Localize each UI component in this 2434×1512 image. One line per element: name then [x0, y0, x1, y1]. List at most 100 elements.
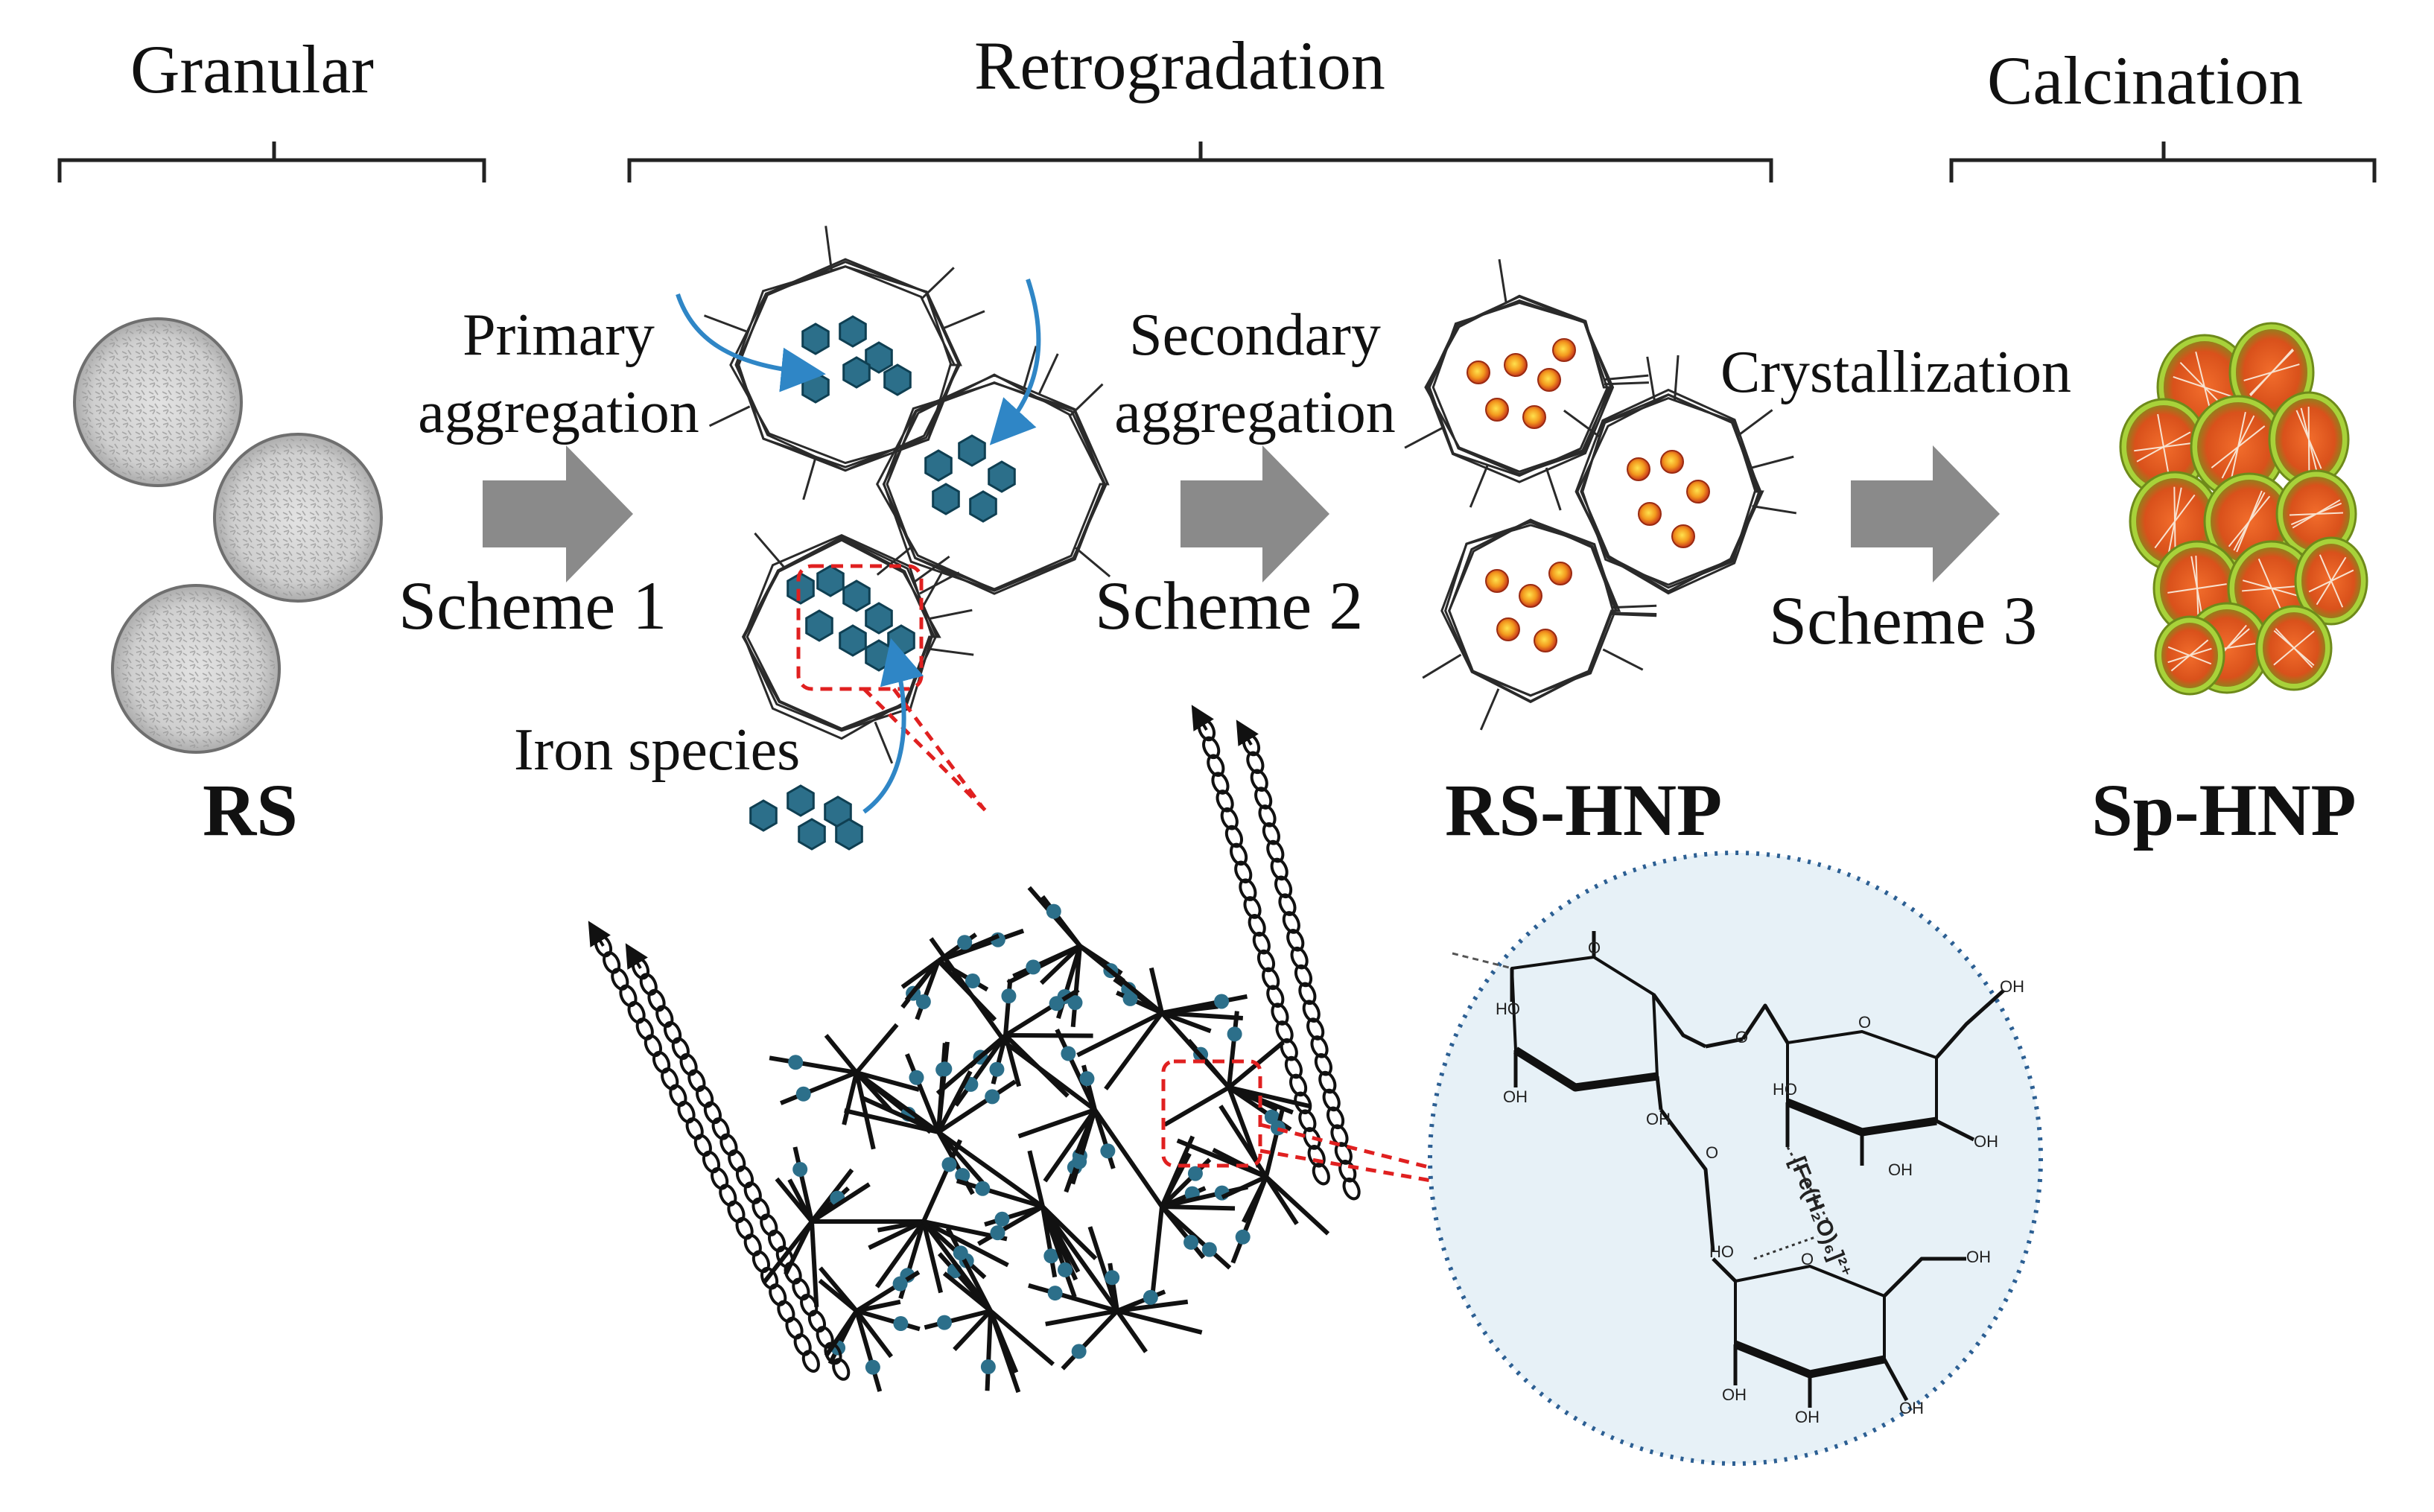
bound-iron	[788, 1055, 804, 1070]
iron-species-hexagon	[839, 624, 867, 657]
highlight-box-2	[1161, 1059, 1262, 1168]
branch	[856, 1299, 901, 1313]
helix-loop	[611, 968, 629, 991]
nanoparticle	[1627, 457, 1650, 481]
iron-species-hexagon	[865, 602, 893, 635]
scheme-label-2: Scheme 2	[1095, 568, 1364, 644]
helix-loop	[784, 1261, 802, 1285]
helix-loop	[647, 988, 666, 1012]
branch	[1176, 1138, 1268, 1179]
branch	[1160, 1011, 1212, 1034]
granule-texture	[117, 590, 275, 748]
nanoparticle	[1660, 450, 1684, 474]
nanoparticle	[1522, 405, 1546, 429]
branch	[1160, 1205, 1206, 1260]
branch	[1061, 1309, 1119, 1370]
fibril	[1612, 612, 1657, 617]
starch-granules	[73, 317, 383, 754]
branch	[1039, 944, 1082, 985]
guide-arrow-iron	[862, 638, 924, 814]
bracket-calcination	[1949, 142, 2377, 182]
fibril	[1602, 648, 1644, 671]
sample-label-sp-hnp: Sp-HNP	[2091, 769, 2357, 851]
fibril	[1752, 505, 1797, 515]
branch	[1161, 1204, 1236, 1211]
helix-loop	[639, 973, 658, 996]
branch	[1227, 1085, 1279, 1112]
spinel-vein	[2230, 412, 2246, 482]
helix-loop	[807, 1309, 826, 1333]
branch	[936, 1070, 973, 1134]
helix-loop	[719, 1133, 738, 1157]
bound-iron	[1105, 1270, 1120, 1286]
bound-iron	[1061, 1046, 1076, 1061]
bound-iron	[1122, 991, 1138, 1006]
step-label-secondary-line1: Secondary	[1129, 302, 1381, 368]
scheme-label-3: Scheme 3	[1769, 582, 2038, 658]
branch	[915, 959, 941, 1020]
branch	[1227, 1011, 1239, 1088]
branch	[1055, 1028, 1097, 1111]
branch	[1115, 1309, 1148, 1353]
spinel-vein	[2154, 494, 2196, 549]
branch	[1012, 944, 1081, 979]
branch	[953, 1309, 993, 1352]
helix-loop	[719, 1184, 737, 1207]
branch	[856, 1309, 921, 1332]
branch	[868, 1219, 925, 1251]
helix-loop	[1342, 1177, 1361, 1201]
helix-end	[1191, 705, 1214, 731]
branch	[1003, 979, 1013, 1036]
cell-wall	[737, 258, 962, 472]
iron-species-hexagon	[805, 609, 833, 642]
fibril	[1604, 381, 1649, 386]
iron-species-hexagon	[816, 565, 845, 597]
spinel-vein	[2228, 495, 2271, 547]
branch	[1163, 1085, 1230, 1127]
spinel-vein	[2242, 579, 2301, 597]
branch	[1017, 1108, 1096, 1139]
branch	[824, 1309, 859, 1357]
amylopectin-network	[588, 705, 1361, 1394]
bound-iron	[795, 1086, 811, 1102]
branch-link	[937, 1130, 1044, 1209]
fibril	[919, 571, 960, 595]
chem-hydroxyl-2: OH	[1646, 1110, 1671, 1128]
fibril	[1563, 409, 1601, 438]
guide-line-1	[862, 687, 988, 813]
branch-link	[1040, 1205, 1119, 1312]
bound-iron	[1049, 996, 1064, 1011]
fibril	[876, 545, 913, 576]
sample-label-rs: RS	[203, 769, 298, 851]
chem-hydroxyl-8: OH	[1795, 1408, 1820, 1426]
branch-link	[855, 1070, 940, 1134]
iron-species-hexagon	[842, 579, 871, 612]
branch	[775, 1177, 814, 1223]
branch	[921, 1221, 944, 1294]
branch	[1028, 1283, 1118, 1313]
branch	[900, 959, 940, 989]
helix-loop	[777, 1300, 795, 1324]
helix-loop	[735, 1165, 754, 1189]
fibril	[703, 314, 747, 333]
helix-loop	[775, 1245, 794, 1268]
rs-hnp-aggregate	[1404, 258, 1797, 731]
branch-link	[1004, 1041, 1096, 1112]
bound-iron	[792, 1161, 808, 1177]
highlight-box-1	[796, 564, 924, 691]
nanoparticle	[1638, 502, 1662, 526]
branch-link	[1093, 1108, 1164, 1208]
branch	[921, 1139, 962, 1223]
branch	[924, 1309, 991, 1330]
branch	[1264, 1175, 1330, 1236]
fibril	[921, 267, 955, 300]
iron-species-hexagon	[749, 799, 778, 832]
branch	[1264, 1175, 1299, 1225]
branch	[989, 1309, 1055, 1367]
helix-loop	[760, 1213, 778, 1236]
chem-ring-oxygen-1: O	[1588, 938, 1601, 957]
fibril	[1070, 383, 1104, 416]
fibril	[754, 532, 785, 568]
